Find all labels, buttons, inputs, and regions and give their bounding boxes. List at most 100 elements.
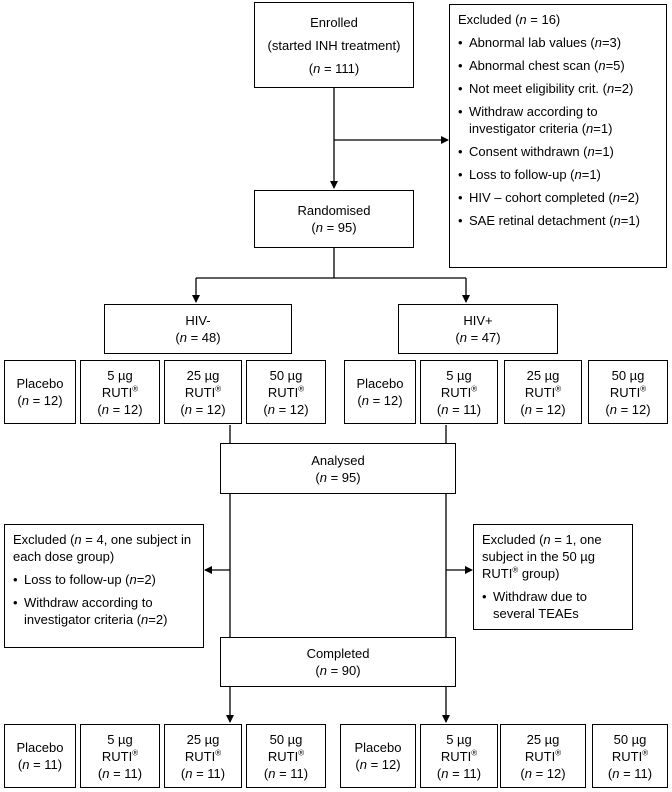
list-item: Loss to follow-up (n=1) bbox=[458, 166, 658, 183]
registered-mark: ® bbox=[471, 748, 478, 758]
arm-drug-name: RUTI bbox=[609, 384, 641, 400]
arm-dose: 5 µg bbox=[107, 731, 133, 747]
arm-box: Placebo (n = 12) bbox=[344, 360, 416, 424]
arm-drug: RUTI® bbox=[505, 384, 581, 401]
list-item: Withdraw according to investigator crite… bbox=[13, 594, 195, 628]
arm-box: 5 µg RUTI® (n = 11) bbox=[80, 724, 160, 788]
arm-count: (n = 11) bbox=[180, 765, 226, 781]
arm-count: (n = 11) bbox=[263, 765, 309, 781]
arm-dose: 25 µg bbox=[186, 367, 220, 383]
arm-drug: RUTI® bbox=[165, 384, 241, 401]
arm-drug-name: RUTI bbox=[524, 384, 556, 400]
arm-dose: 50 µg bbox=[269, 731, 303, 747]
analysed-box: Analysed (n = 95) bbox=[220, 443, 456, 494]
arm-count: (n = 12) bbox=[97, 401, 143, 417]
excluded-left-title: Excluded (n = 4, one subject in each dos… bbox=[13, 532, 192, 564]
arm-drug-name: RUTI bbox=[611, 748, 643, 764]
registered-mark: ® bbox=[642, 748, 649, 758]
arm-dose: 50 µg bbox=[611, 367, 645, 383]
arm-box: 5 µg RUTI® (n = 11) bbox=[420, 724, 498, 788]
arm-drug-name: RUTI bbox=[440, 748, 472, 764]
arm-dose: 25 µg bbox=[526, 367, 560, 383]
arm-box: 25 µg RUTI® (n = 12) bbox=[500, 724, 586, 788]
arm-count: (n = 12) bbox=[520, 765, 566, 781]
excluded-right-title-text: Excluded (n = 1, one subject in the 50 µ… bbox=[482, 532, 602, 581]
excluded-top-title: Excluded (n = 16) bbox=[458, 12, 561, 27]
excluded-top-list: Abnormal lab values (n=3) Abnormal chest… bbox=[458, 34, 658, 229]
arm-dose: 5 µg bbox=[107, 367, 133, 383]
excluded-right-title: Excluded (n = 1, one subject in the 50 µ… bbox=[482, 531, 624, 582]
arm-drug: RUTI® bbox=[247, 384, 325, 401]
hiv-pos-box: HIV+ (n = 47) bbox=[398, 304, 558, 354]
registered-mark: ® bbox=[298, 384, 305, 394]
arm-drug: RUTI® bbox=[421, 748, 497, 765]
arm-box: 50 µg RUTI® (n = 11) bbox=[246, 724, 326, 788]
registered-mark: ® bbox=[555, 384, 562, 394]
arm-box: 25 µg RUTI® (n = 12) bbox=[164, 360, 242, 424]
registered-mark: ® bbox=[298, 748, 305, 758]
arm-drug: RUTI® bbox=[81, 748, 159, 765]
arm-box: 50 µg RUTI® (n = 11) bbox=[592, 724, 668, 788]
list-item: SAE retinal detachment (n=1) bbox=[458, 212, 658, 229]
arm-count: (n = 12) bbox=[357, 393, 403, 408]
arm-box: Placebo (n = 11) bbox=[4, 724, 76, 788]
randomised-count: (n = 95) bbox=[311, 220, 357, 235]
analysed-label: Analysed bbox=[311, 452, 365, 468]
hiv-pos-count: (n = 47) bbox=[455, 330, 501, 345]
arm-dose: 5 µg bbox=[446, 367, 472, 383]
arm-box: 50 µg RUTI® (n = 12) bbox=[588, 360, 668, 424]
arm-count: (n = 12) bbox=[355, 757, 401, 772]
hiv-pos-label: HIV+ bbox=[463, 313, 493, 328]
hiv-neg-box: HIV- (n = 48) bbox=[104, 304, 292, 354]
arm-box: 25 µg RUTI® (n = 12) bbox=[504, 360, 582, 424]
arm-drug-name: RUTI bbox=[101, 384, 133, 400]
registered-mark: ® bbox=[132, 748, 139, 758]
randomised-box: Randomised (n = 95) bbox=[254, 190, 414, 248]
hiv-neg-label: HIV- bbox=[185, 313, 211, 328]
registered-mark: ® bbox=[132, 384, 139, 394]
arm-drug-name: RUTI bbox=[524, 748, 556, 764]
enrolled-box: Enrolled (started INH treatment) (n = 11… bbox=[254, 2, 414, 88]
list-item: Withdraw due to several TEAEs bbox=[482, 588, 624, 622]
arm-box: Placebo (n = 12) bbox=[340, 724, 416, 788]
arm-drug: RUTI® bbox=[421, 384, 497, 401]
excluded-top-box: Excluded (n = 16) Abnormal lab values (n… bbox=[449, 4, 667, 268]
excluded-right-list: Withdraw due to several TEAEs bbox=[482, 588, 624, 622]
registered-mark: ® bbox=[215, 748, 222, 758]
arm-drug-name: RUTI bbox=[184, 384, 216, 400]
arm-count: (n = 11) bbox=[607, 765, 653, 781]
completed-count: (n = 90) bbox=[315, 663, 361, 678]
arm-count: (n = 11) bbox=[436, 765, 482, 781]
list-item: HIV – cohort completed (n=2) bbox=[458, 189, 658, 206]
list-item: Loss to follow-up (n=2) bbox=[13, 571, 195, 588]
arm-count: (n = 12) bbox=[605, 401, 651, 417]
list-item: Not meet eligibility crit. (n=2) bbox=[458, 80, 658, 97]
list-item: Abnormal chest scan (n=5) bbox=[458, 57, 658, 74]
list-item: Consent withdrawn (n=1) bbox=[458, 143, 658, 160]
registered-mark: ® bbox=[215, 384, 222, 394]
randomised-label: Randomised bbox=[297, 203, 371, 218]
registered-mark: ® bbox=[471, 384, 478, 394]
completed-box: Completed (n = 90) bbox=[220, 637, 456, 687]
registered-mark: ® bbox=[555, 748, 562, 758]
arm-count: (n = 12) bbox=[520, 401, 566, 417]
arm-dose: Placebo bbox=[356, 376, 404, 391]
arm-drug-name: RUTI bbox=[267, 384, 299, 400]
list-item: Abnormal lab values (n=3) bbox=[458, 34, 658, 51]
analysed-count: (n = 95) bbox=[315, 469, 361, 485]
arm-count: (n = 12) bbox=[180, 401, 226, 417]
completed-label: Completed bbox=[306, 646, 370, 661]
arm-drug: RUTI® bbox=[81, 384, 159, 401]
arm-count: (n = 12) bbox=[263, 401, 309, 417]
arm-dose: Placebo bbox=[16, 740, 64, 755]
excluded-left-box: Excluded (n = 4, one subject in each dos… bbox=[4, 524, 204, 648]
arm-drug: RUTI® bbox=[165, 748, 241, 765]
excluded-right-box: Excluded (n = 1, one subject in the 50 µ… bbox=[473, 524, 633, 630]
arm-dose: Placebo bbox=[354, 740, 402, 755]
arm-dose: 25 µg bbox=[526, 731, 560, 747]
excluded-right-title-tail: group) bbox=[518, 566, 560, 581]
arm-count: (n = 11) bbox=[436, 401, 482, 417]
arm-count: (n = 11) bbox=[97, 765, 143, 781]
arm-drug-name: RUTI bbox=[101, 748, 133, 764]
